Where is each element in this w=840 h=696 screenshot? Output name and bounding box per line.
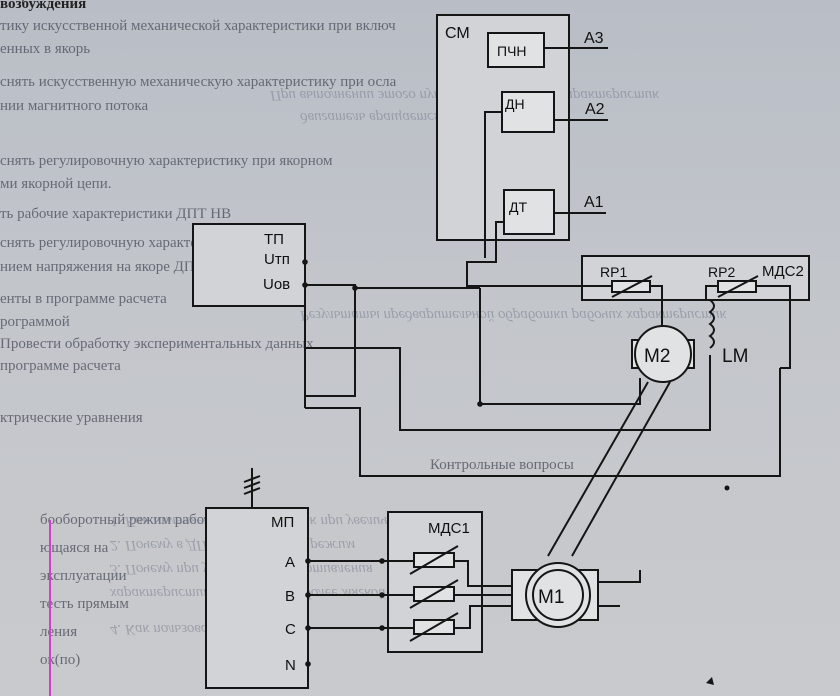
tp-label: ТП	[264, 231, 284, 248]
phase-a-label: А	[285, 554, 295, 571]
lm-label: LM	[722, 346, 748, 367]
dn-input-wire	[484, 111, 502, 258]
m2-label: М2	[644, 346, 670, 367]
rp2-left-wire	[705, 285, 718, 300]
bg-text-line: Контрольные вопросы	[430, 457, 574, 473]
junction-dot	[477, 401, 483, 407]
dn-label: ДН	[505, 96, 525, 112]
mp-supply-tick	[243, 481, 261, 489]
a1-output-label: А1	[584, 194, 604, 211]
rp2-variable-arrow	[717, 275, 759, 298]
bg-text-line: снять регулировочную характеристику при …	[0, 153, 333, 169]
lm-field-coil	[708, 299, 715, 349]
mds1-arrow-a	[409, 545, 459, 575]
bg-text-line: енных в якорь	[0, 41, 91, 57]
m1-right-wire	[598, 570, 641, 583]
u-tp-label: Uтп	[264, 251, 290, 268]
u-ov-loop-wire	[305, 284, 356, 397]
rp1-to-m2-wire	[650, 285, 663, 335]
bg-text-line: нии магнитного потока	[0, 98, 149, 114]
junction-dot	[352, 285, 358, 291]
mds1-label: МДС1	[428, 520, 470, 537]
m1-rotor	[532, 569, 584, 621]
u-ov-field-wire	[305, 347, 711, 431]
rp2-right-wire	[756, 285, 791, 369]
mds1-arrow-b	[409, 579, 459, 609]
tp-block	[192, 223, 306, 307]
mp-supply-tick	[243, 475, 261, 483]
bg-text-line: рограммой	[0, 314, 70, 330]
m1-motor	[525, 562, 591, 628]
armature-return-wire	[479, 288, 641, 405]
u-ov-label: Uов	[263, 276, 290, 293]
bg-text-line: программе расчета	[0, 358, 121, 374]
rp1-feed-wire	[466, 282, 612, 287]
shaft-line	[547, 381, 649, 557]
bg-text-line: енты в программе расчета	[0, 291, 167, 307]
m2-motor	[634, 325, 692, 383]
mp-block	[205, 507, 309, 689]
mp-label: МП	[271, 514, 294, 531]
ink-mark	[706, 677, 714, 685]
phase-n-label: N	[285, 657, 296, 674]
bg-text-line: бооборотный режим работы	[40, 512, 221, 528]
return-wire	[305, 368, 781, 477]
bg-text-line: ктрические уравнения	[0, 410, 143, 426]
rp2-label: RP2	[708, 264, 735, 280]
phase-c-label: С	[285, 621, 296, 638]
m1-label: М1	[538, 587, 564, 608]
ink-dot	[724, 485, 730, 491]
mds2-label: МДС2	[762, 263, 804, 280]
dt-input-wire	[466, 221, 504, 282]
junction-dot	[379, 558, 385, 564]
mds1-out-a	[454, 560, 524, 587]
a3-output-label: А3	[584, 30, 604, 47]
mds1-arrow-c	[409, 612, 459, 642]
phase-n-terminal	[305, 661, 311, 667]
bg-text-line: Провести обработку экспериментальных дан…	[0, 336, 314, 352]
shaft-line	[571, 381, 671, 557]
pchn-label: ПЧН	[497, 43, 527, 59]
junction-dot	[379, 625, 385, 631]
mds1-out-c	[454, 605, 524, 629]
bg-text-line: тесть прямым	[40, 596, 129, 612]
dt-block	[503, 189, 555, 235]
top-fragment-text: возбуждения	[0, 0, 87, 12]
bg-text-line: тику искусственной механической характер…	[0, 18, 396, 34]
a2-output-label: А2	[585, 101, 605, 118]
mp-supply-tick	[243, 487, 261, 495]
cm-label: СМ	[445, 25, 470, 42]
bg-text-line: ть рабочие характеристики ДПТ НВ	[0, 206, 232, 222]
rp1-label: RP1	[600, 264, 627, 280]
bg-text-line: нием напряжения на якоре ДПТ	[0, 259, 204, 275]
pchn-block	[487, 32, 545, 68]
bg-text-line: снять искусственную механическую характе…	[0, 74, 397, 90]
rp1-variable-arrow	[611, 275, 653, 298]
bg-text-line: эксплуатации	[40, 568, 127, 584]
phase-b-label: В	[285, 588, 295, 605]
bg-text-line: ми якорной цепи.	[0, 176, 112, 192]
dt-label: ДТ	[509, 199, 527, 215]
junction-dot	[379, 592, 385, 598]
bg-text-line: ющаяся на	[40, 540, 109, 556]
